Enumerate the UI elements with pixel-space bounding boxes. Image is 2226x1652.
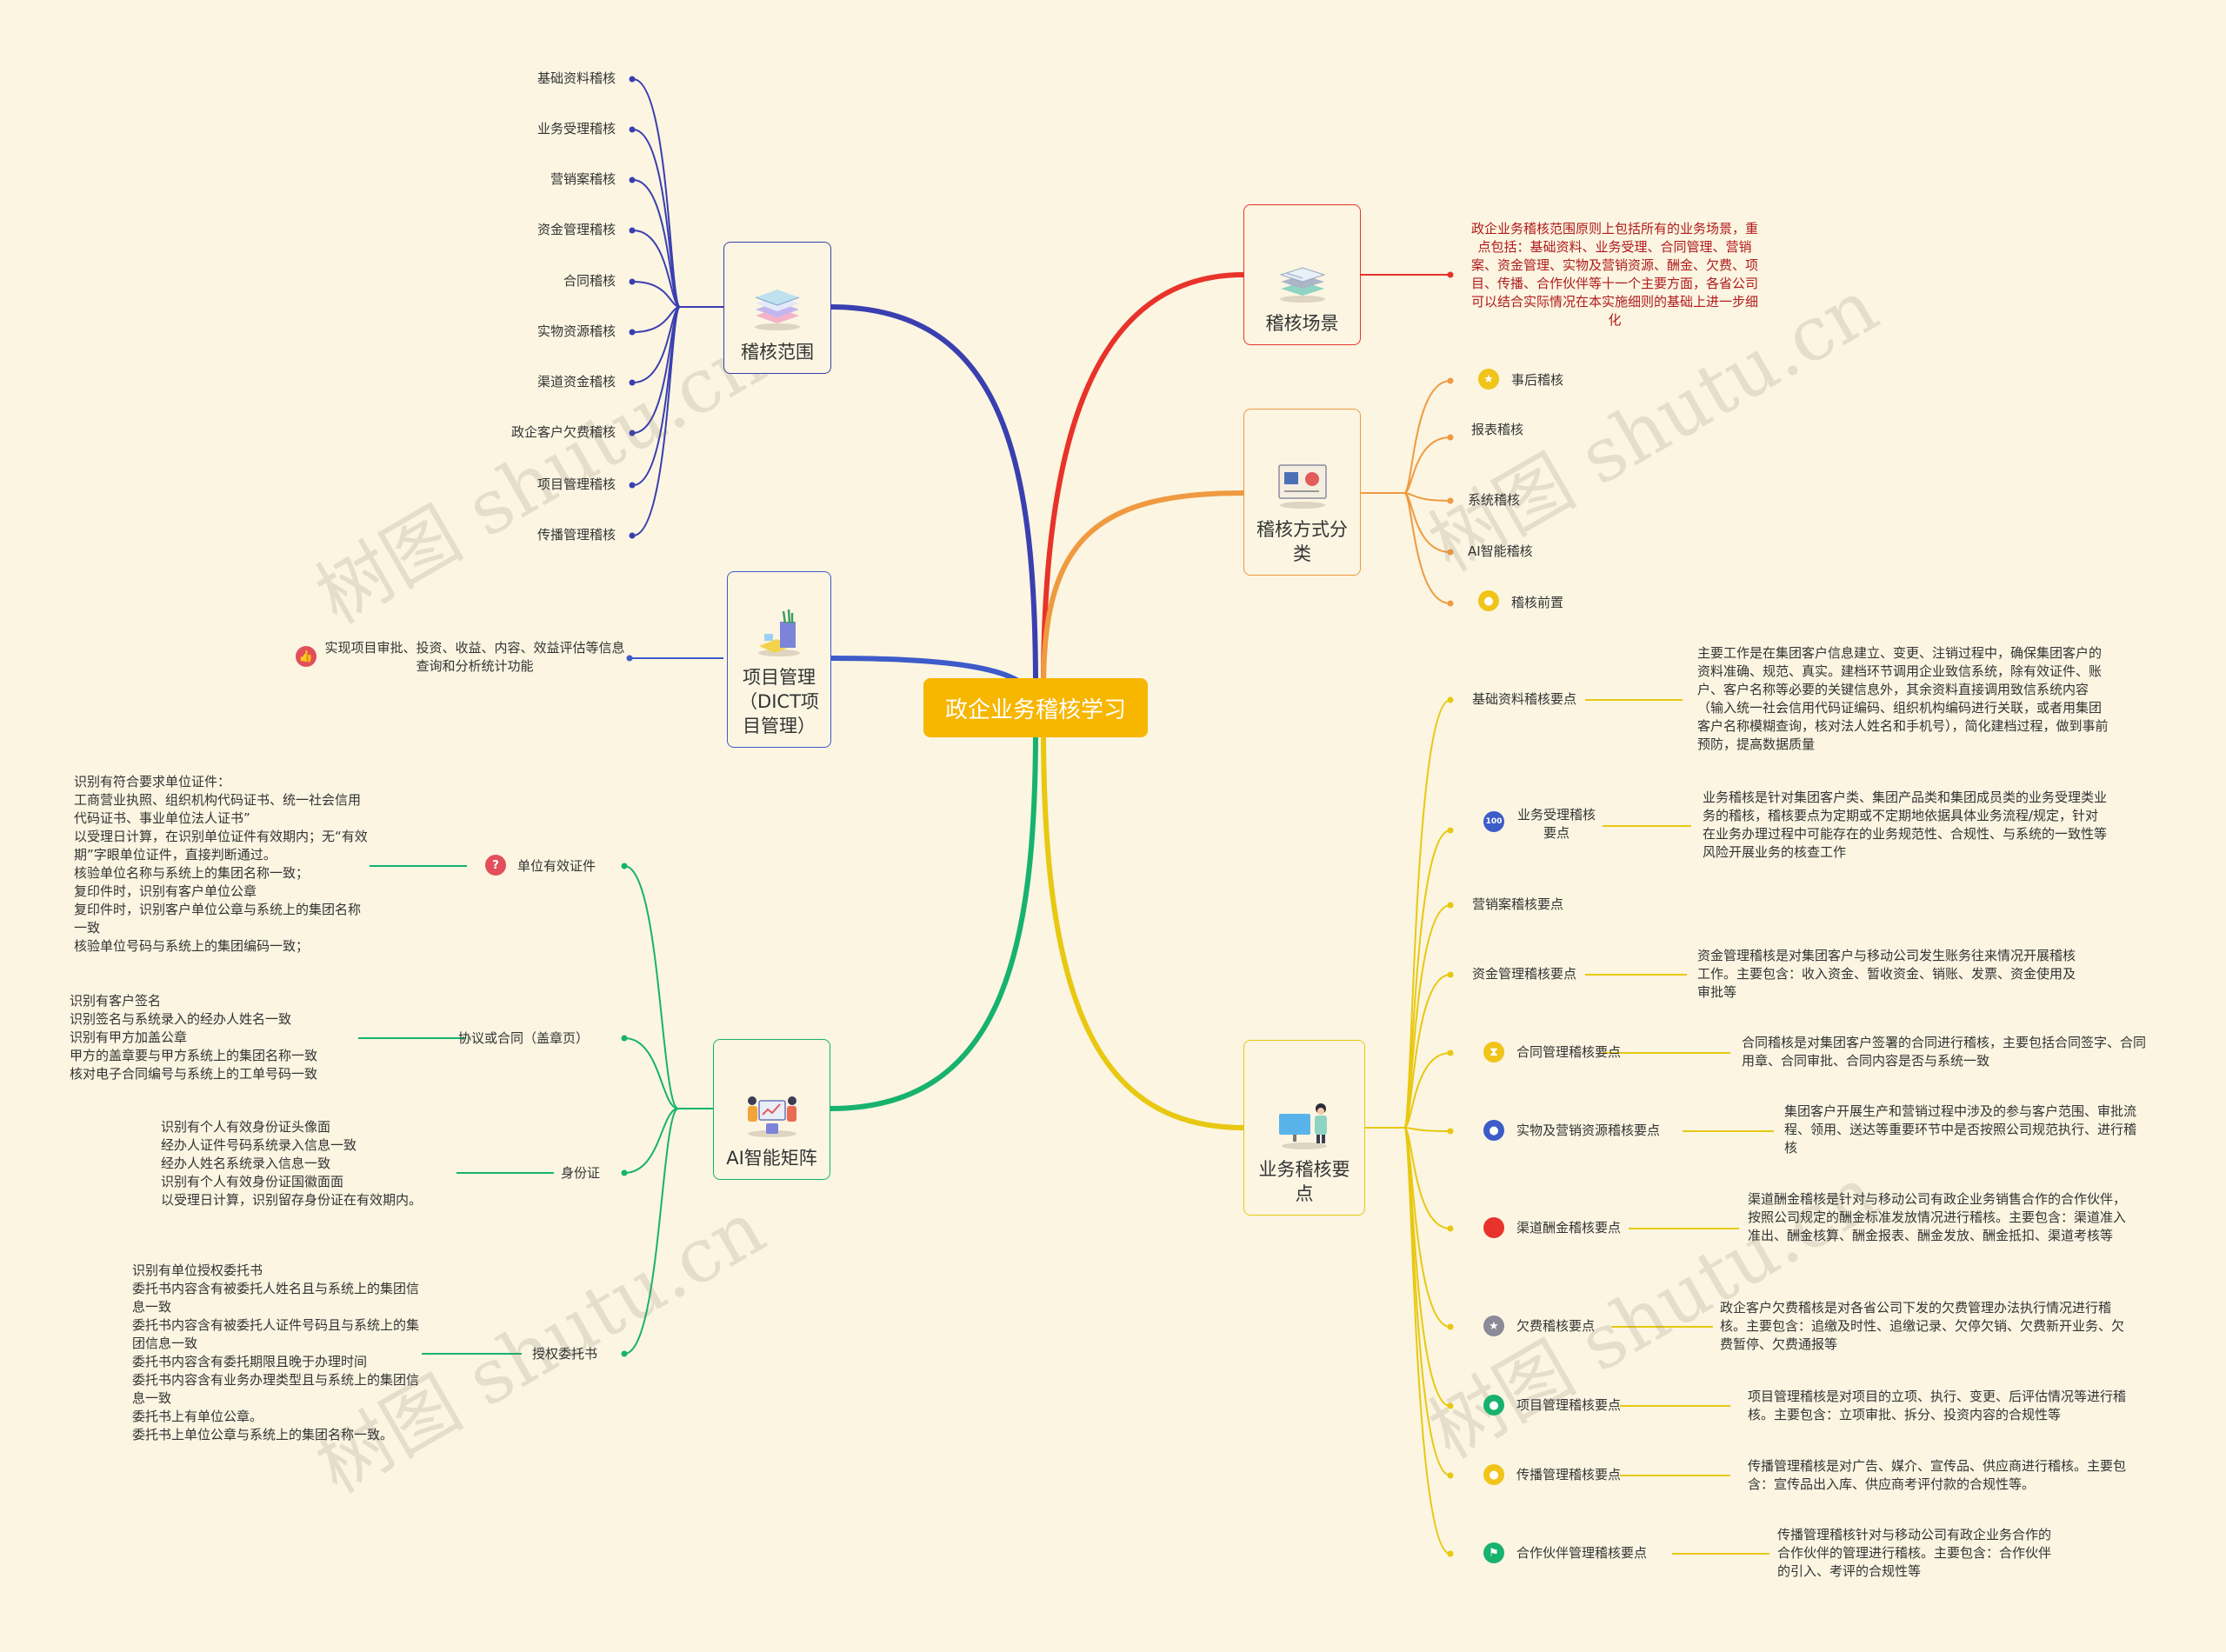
- dict-topic[interactable]: 项目管理（DICT项目管理）: [727, 571, 831, 748]
- branch-line-ai: [828, 726, 1038, 1111]
- branch-line-scope: [828, 304, 1038, 689]
- dict-label: 项目管理（DICT项目管理）: [739, 667, 819, 736]
- scope-item[interactable]: 实物资源稽核: [537, 323, 616, 339]
- points-item-desc: 主要工作是在集团客户信息建立、变更、注销过程中，确保集团客户的资料准确、规范、真…: [1697, 645, 2109, 752]
- user-icon: ●: [1483, 1395, 1504, 1416]
- dict-description: 实现项目审批、投资、收益、内容、效益评估等信息查询和分析统计功能: [324, 640, 625, 674]
- user-icon: ●: [1483, 1120, 1504, 1141]
- points-item[interactable]: 营销案稽核要点: [1472, 896, 1564, 912]
- ai-item-desc: 识别有客户签名 识别签名与系统录入的经办人姓名一致 识别有甲方加盖公章 甲方的盖…: [70, 993, 318, 1082]
- ai-label: AI智能矩阵: [726, 1148, 817, 1169]
- ai-item[interactable]: 协议或合同（盖章页）: [458, 1030, 590, 1046]
- branch-line-points: [1041, 726, 1246, 1130]
- team-meeting-icon: [747, 1096, 796, 1137]
- stacked-boards-icon: [1278, 267, 1326, 303]
- ai-item[interactable]: 身份证: [561, 1165, 601, 1181]
- flag-icon: ⚑: [1483, 1542, 1504, 1563]
- points-item-desc: 业务稽核是针对集团客户类、集团产品类和集团成员类的业务受理类业务的稽核，稽核要点…: [1703, 789, 2108, 860]
- pencil-cup-icon: [758, 609, 800, 656]
- branch-line-scene: [1041, 272, 1246, 689]
- points-item[interactable]: 合作伙伴管理稽核要点: [1516, 1545, 1648, 1561]
- ai-topic[interactable]: AI智能矩阵: [713, 1039, 830, 1180]
- points-item-desc: 合同稽核是对集团客户签署的合同进行稽核，主要包括合同签字、合同用章、合同审批、合…: [1742, 1035, 2147, 1069]
- points-item-desc: 项目管理稽核是对项目的立项、执行、变更、后评估情况等进行稽核。主要包含：立项审批…: [1748, 1389, 2127, 1422]
- presenter-icon: [1279, 1103, 1327, 1149]
- scene-description: 政企业务稽核范围原则上包括所有的业务场景，重点包括：基础资料、业务受理、合同管理…: [1470, 221, 1758, 328]
- scope-label: 稽核范围: [741, 342, 814, 363]
- ai-item[interactable]: 单位有效证件: [517, 858, 596, 874]
- method-label: 稽核方式分类: [1256, 519, 1348, 564]
- star-icon: ★: [1478, 369, 1499, 390]
- ai-item-desc: 识别有单位授权委托书 委托书内容含有被委托人姓名且与系统上的集团信息一致 委托书…: [132, 1262, 420, 1442]
- branch-line-method: [1041, 490, 1246, 689]
- points-item-desc: 政企客户欠费稽核是对各省公司下发的欠费管理办法执行情况进行稽核。主要包含：追缴及…: [1720, 1300, 2125, 1352]
- points-item[interactable]: 项目管理稽核要点: [1516, 1397, 1622, 1413]
- thumbs-up-icon: 👍: [296, 646, 317, 667]
- lightbulb-icon: ●: [1478, 590, 1499, 611]
- scope-item[interactable]: 资金管理稽核: [537, 222, 616, 237]
- scope-item[interactable]: 渠道资金稽核: [537, 374, 616, 390]
- scene-label: 稽核场景: [1265, 313, 1339, 334]
- points-item[interactable]: 业务受理稽核要点: [1516, 807, 1596, 841]
- scope-topic[interactable]: 稽核范围: [723, 242, 831, 374]
- points-item[interactable]: 合同管理稽核要点: [1516, 1044, 1622, 1060]
- scope-item[interactable]: 政企客户欠费稽核: [510, 424, 616, 440]
- scope-item[interactable]: 业务受理稽核: [537, 121, 616, 137]
- star-badge-icon: ★: [1483, 1316, 1504, 1336]
- points-topic[interactable]: 业务稽核要点: [1243, 1040, 1365, 1216]
- points-item[interactable]: 基础资料稽核要点: [1472, 691, 1577, 707]
- points-item-desc: 渠道酬金稽核是针对与移动公司有政企业务销售合作的合作伙伴，按照公司规定的酬金标准…: [1748, 1191, 2127, 1243]
- stacked-papers-icon: [755, 290, 800, 330]
- scope-item[interactable]: 基础资料稽核: [537, 70, 616, 86]
- chart-board-icon: [1277, 464, 1327, 509]
- ai-item-desc: 识别有符合要求单位证件： 工商营业执照、组织机构代码证书、统一社会信用代码证书、…: [74, 774, 368, 954]
- scope-item[interactable]: 合同稽核: [563, 273, 616, 289]
- points-item[interactable]: 实物及营销资源稽核要点: [1516, 1122, 1661, 1138]
- method-item[interactable]: 事后稽核: [1511, 372, 1564, 388]
- ai-item[interactable]: 授权委托书: [532, 1346, 598, 1362]
- method-item[interactable]: 系统稽核: [1468, 492, 1521, 508]
- ai-item-desc: 识别有个人有效身份证头像面 经办人证件号码系统录入信息一致 经办人姓名系统录入信…: [161, 1119, 423, 1208]
- user-icon: ●: [1483, 1464, 1504, 1485]
- score-100-icon: 100: [1483, 811, 1504, 832]
- method-topic[interactable]: 稽核方式分类: [1243, 409, 1361, 576]
- points-item-desc: 传播管理稽核针对与移动公司有政企业务合作的合作伙伴的管理进行稽核。主要包含：合作…: [1777, 1527, 2052, 1579]
- points-label: 业务稽核要点: [1258, 1159, 1350, 1204]
- method-item[interactable]: 稽核前置: [1511, 595, 1564, 610]
- points-item[interactable]: 渠道酬金稽核要点: [1516, 1220, 1622, 1236]
- red-dot-icon: [1483, 1217, 1504, 1238]
- points-item-desc: 传播管理稽核是对广告、媒介、宣传品、供应商进行稽核。主要包含：宣传品出入库、供应…: [1748, 1458, 2127, 1492]
- method-item[interactable]: AI智能稽核: [1468, 543, 1533, 559]
- question-icon: ?: [485, 855, 506, 876]
- points-item-desc: 集团客户开展生产和营销过程中涉及的参与客户范围、审批流程、领用、送达等重要环节中…: [1784, 1103, 2137, 1156]
- points-item-desc: 资金管理稽核是对集团客户与移动公司发生账务往来情况开展稽核工作。主要包含：收入资…: [1697, 948, 2076, 1000]
- scope-item[interactable]: 营销案稽核: [550, 171, 616, 187]
- scope-item[interactable]: 传播管理稽核: [537, 527, 616, 543]
- hourglass-icon: ⧗: [1483, 1042, 1504, 1062]
- points-item[interactable]: 传播管理稽核要点: [1516, 1467, 1622, 1482]
- points-item[interactable]: 资金管理稽核要点: [1472, 966, 1577, 982]
- scene-topic[interactable]: 稽核场景: [1243, 204, 1361, 345]
- method-item[interactable]: 报表稽核: [1470, 422, 1523, 437]
- scope-item[interactable]: 项目管理稽核: [537, 476, 616, 492]
- root-topic[interactable]: 政企业务稽核学习: [923, 678, 1148, 737]
- points-item[interactable]: 欠费稽核要点: [1516, 1318, 1596, 1334]
